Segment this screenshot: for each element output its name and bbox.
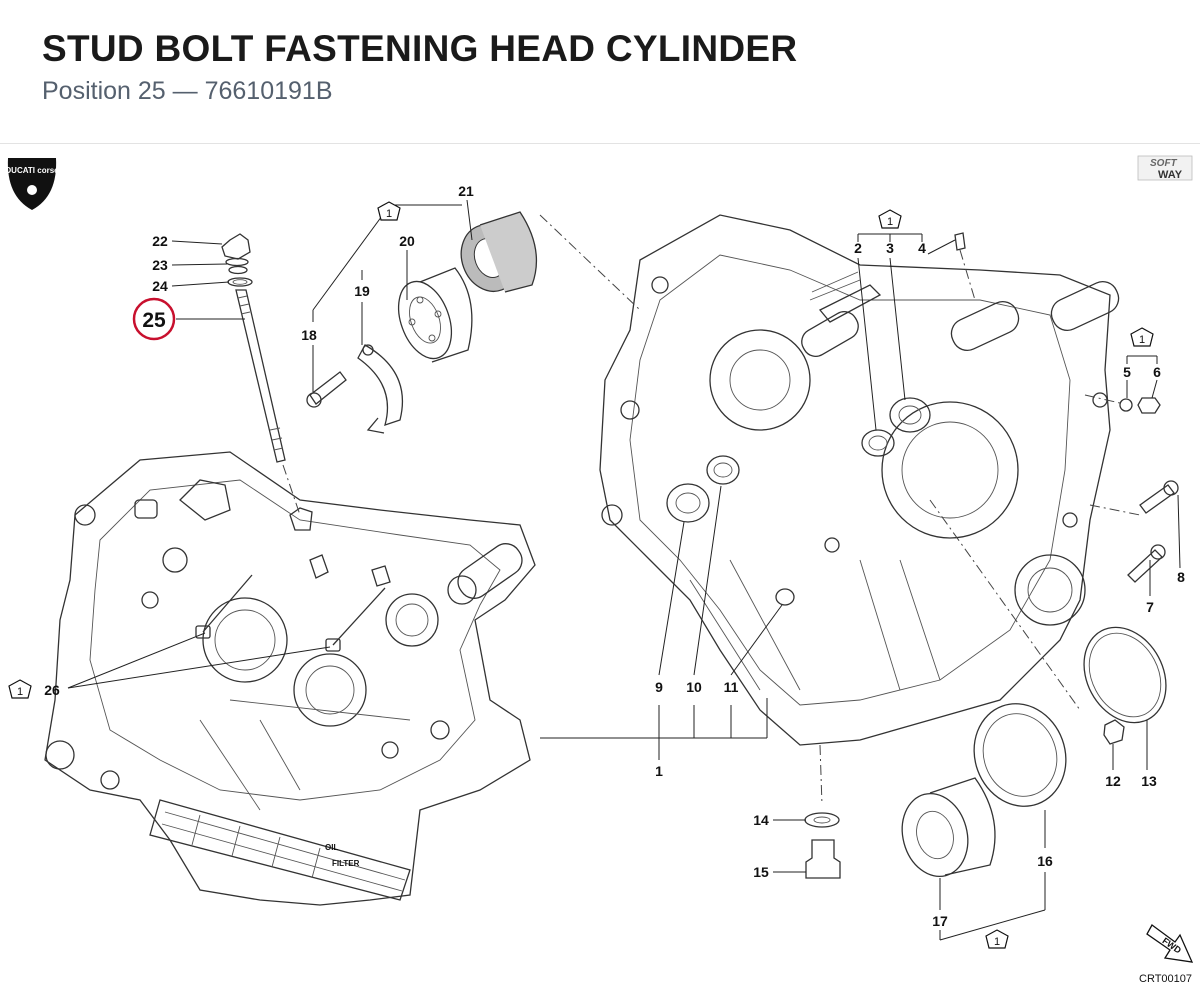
oil-text: OIL <box>325 843 338 852</box>
callout-20: 20 <box>399 233 415 249</box>
callout-6: 6 <box>1153 364 1161 380</box>
fwd-arrow: FWD <box>1146 924 1194 963</box>
callout-14: 14 <box>753 812 769 828</box>
kit-marker-d: 1 <box>8 679 32 699</box>
callout-21: 21 <box>458 183 474 199</box>
callout-11: 11 <box>724 679 739 695</box>
stud-bolt-25 <box>221 233 301 516</box>
callout-numbers: 1 2 3 4 5 6 7 8 9 10 11 12 13 14 15 16 1… <box>44 183 1185 929</box>
callout-9: 9 <box>655 679 663 695</box>
kit-marker-a: 1 <box>377 201 401 221</box>
header-divider <box>0 143 1200 144</box>
callout-26: 26 <box>44 682 60 698</box>
softway-logo-top: SOFT <box>1150 158 1178 169</box>
drawing-code: CRT00107 <box>1139 973 1192 985</box>
softway-logo-bottom: WAY <box>1158 169 1183 181</box>
highlight-position-25: 25 <box>132 297 176 341</box>
kit-marker-a-label: 1 <box>386 208 392 220</box>
callout-4: 4 <box>918 240 926 256</box>
callout-12: 12 <box>1105 773 1121 789</box>
kit-marker-b-label: 1 <box>887 216 893 228</box>
callout-15: 15 <box>753 864 769 880</box>
callout-5: 5 <box>1123 364 1131 380</box>
callout-13: 13 <box>1141 773 1157 789</box>
callout-16: 16 <box>1037 853 1053 869</box>
highlight-position-label: 25 <box>142 309 166 332</box>
callout-19: 19 <box>354 283 370 299</box>
callout-24: 24 <box>152 278 168 294</box>
callout-7: 7 <box>1146 599 1154 615</box>
callout-8: 8 <box>1177 569 1185 585</box>
callout-10: 10 <box>686 679 702 695</box>
callout-3: 3 <box>886 240 894 256</box>
ducati-logo-text: DUCATI corse <box>5 166 59 175</box>
right-small-parts <box>666 232 1179 879</box>
leader-lines <box>67 199 1181 941</box>
kit-marker-e-label: 1 <box>994 936 1000 948</box>
callout-2: 2 <box>854 240 862 256</box>
page-title: STUD BOLT FASTENING HEAD CYLINDER <box>42 28 798 69</box>
assembly-lines <box>539 214 1141 806</box>
page-subtitle: Position 25 — 76610191B <box>42 77 333 105</box>
kit-marker-b: 1 <box>878 209 902 229</box>
right-crankcase-half <box>599 214 1120 746</box>
callout-22: 22 <box>152 233 168 249</box>
callout-1: 1 <box>655 763 663 779</box>
left-crankcase-half: OIL FILTER <box>44 451 536 906</box>
callout-17: 17 <box>932 913 948 929</box>
callout-23: 23 <box>152 257 168 273</box>
bearing-group-18-21 <box>306 211 538 434</box>
callout-18: 18 <box>301 327 317 343</box>
filter-text: FILTER <box>332 859 360 868</box>
kit-marker-d-label: 1 <box>17 686 23 698</box>
kit-marker-c: 1 <box>1130 327 1154 347</box>
ducati-corse-logo: DUCATI corse <box>5 158 59 210</box>
kit-marker-e: 1 <box>985 929 1009 949</box>
kit-marker-c-label: 1 <box>1139 334 1145 346</box>
softway-logo: SOFT WAY <box>1137 155 1193 181</box>
